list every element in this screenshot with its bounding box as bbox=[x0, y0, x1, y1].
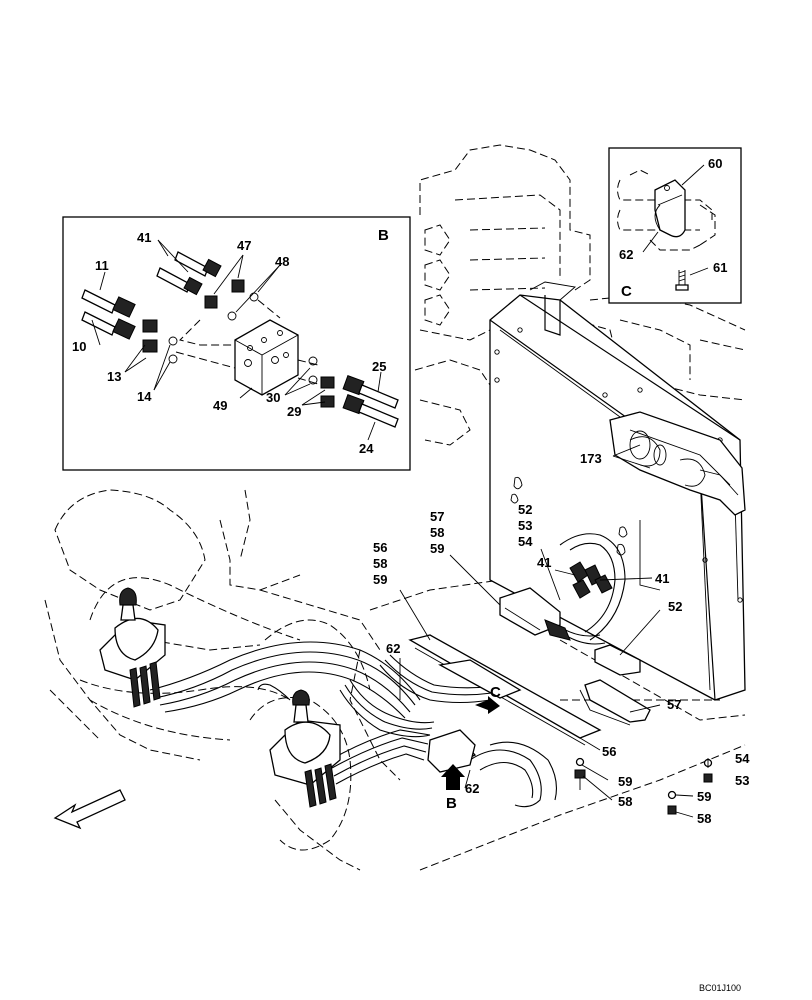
label-48: 48 bbox=[275, 254, 289, 269]
detail-b-panel bbox=[62, 216, 411, 471]
panel-frame bbox=[489, 281, 746, 701]
label-11: 11 bbox=[95, 258, 109, 273]
label-173: 173 bbox=[580, 451, 602, 466]
label-59-upper: 59 bbox=[430, 541, 444, 556]
detail-c-title: C bbox=[621, 283, 632, 300]
label-52-upper: 52 bbox=[518, 502, 532, 517]
label-58-mid: 58 bbox=[373, 556, 387, 571]
label-61: 61 bbox=[713, 260, 727, 275]
label-58-left: 58 bbox=[618, 794, 632, 809]
label-59-mid: 59 bbox=[373, 572, 387, 587]
detail-b-labels: B 41 47 48 11 10 13 14 49 30 29 25 24 bbox=[72, 227, 389, 456]
label-52-lower: 52 bbox=[668, 599, 682, 614]
label-53-upper: 53 bbox=[518, 518, 532, 533]
label-58-upper: 58 bbox=[430, 525, 444, 540]
label-49: 49 bbox=[213, 398, 227, 413]
label-24: 24 bbox=[359, 441, 374, 456]
label-62-upper: 62 bbox=[386, 641, 400, 656]
view-b-arrow bbox=[441, 764, 465, 790]
right-joystick bbox=[269, 689, 341, 808]
hose-bundle bbox=[149, 533, 626, 808]
main-labels: 173 57 58 59 52 53 54 41 41 56 58 59 52 … bbox=[373, 451, 750, 826]
bolt-set-left bbox=[574, 757, 586, 790]
label-13: 13 bbox=[107, 369, 121, 384]
label-57-lower: 57 bbox=[667, 697, 681, 712]
label-56-upper: 56 bbox=[373, 540, 387, 555]
label-58-right: 58 bbox=[697, 811, 711, 826]
label-10: 10 bbox=[72, 339, 86, 354]
bracket-parts bbox=[408, 561, 713, 815]
label-62: 62 bbox=[619, 247, 633, 262]
label-30: 30 bbox=[266, 390, 280, 405]
label-14: 14 bbox=[137, 389, 152, 404]
label-25: 25 bbox=[372, 359, 386, 374]
label-54-upper: 54 bbox=[518, 534, 533, 549]
view-c-arrow bbox=[475, 696, 500, 714]
drawing-code: BC01J100 bbox=[699, 983, 741, 993]
label-29: 29 bbox=[287, 404, 301, 419]
label-47: 47 bbox=[237, 238, 251, 253]
detail-b-title: B bbox=[378, 227, 389, 244]
detail-c-panel bbox=[608, 147, 742, 304]
label-56-lower: 56 bbox=[602, 744, 616, 759]
label-62-lower: 62 bbox=[465, 781, 479, 796]
label-57-upper: 57 bbox=[430, 509, 444, 524]
detail-c-labels: 60 62 61 C bbox=[619, 156, 727, 300]
front-direction-arrow bbox=[53, 789, 126, 830]
view-c-label: C bbox=[490, 684, 501, 701]
label-60: 60 bbox=[708, 156, 722, 171]
label-41: 41 bbox=[137, 230, 151, 245]
label-41-right: 41 bbox=[655, 571, 669, 586]
main-leader-lines bbox=[399, 444, 709, 818]
label-59-left: 59 bbox=[618, 774, 632, 789]
label-41-left: 41 bbox=[537, 555, 551, 570]
left-joystick bbox=[99, 587, 166, 708]
view-b-label: B bbox=[446, 795, 457, 812]
label-54-lower: 54 bbox=[735, 751, 750, 766]
label-59-right: 59 bbox=[697, 789, 711, 804]
label-53-lower: 53 bbox=[735, 773, 749, 788]
